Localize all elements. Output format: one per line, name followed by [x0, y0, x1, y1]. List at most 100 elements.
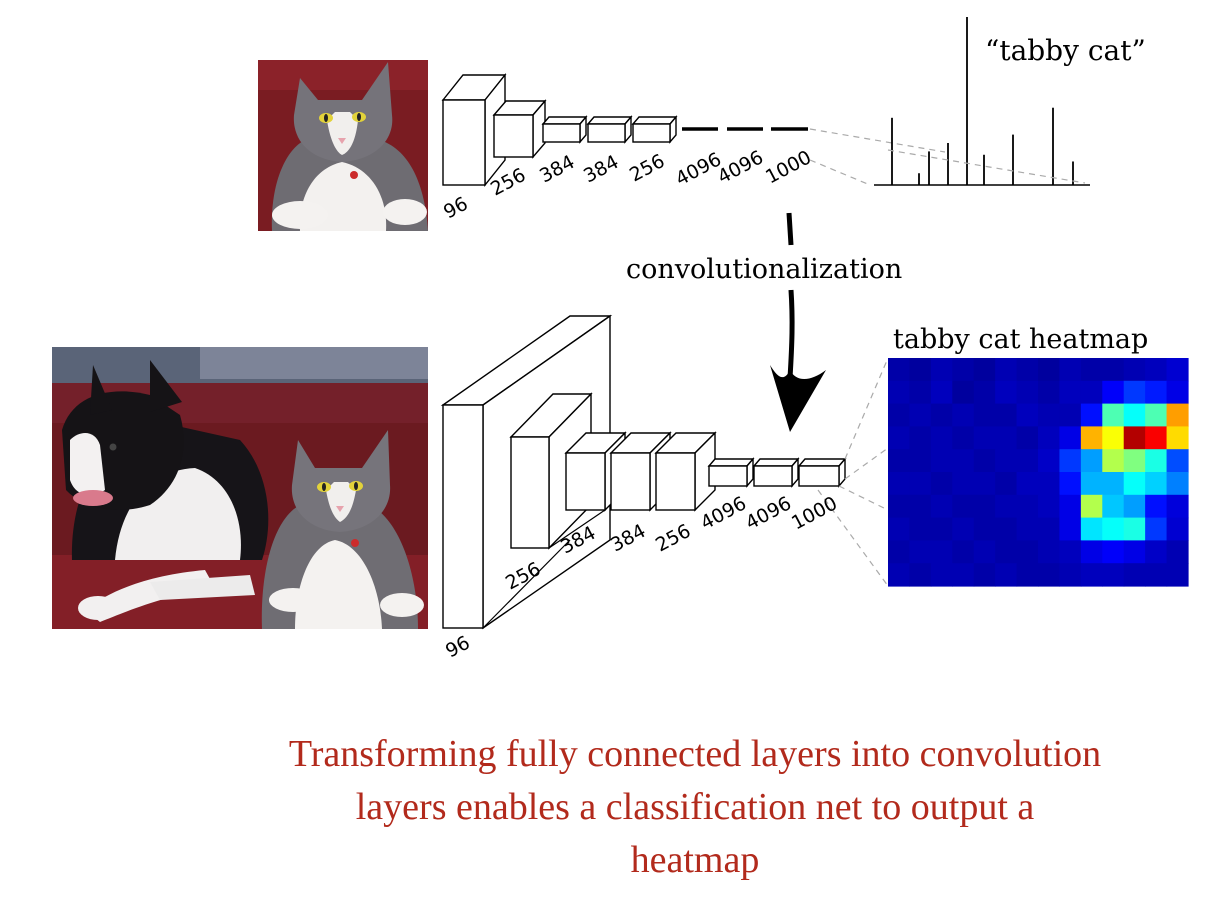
heatmap-cell	[930, 540, 953, 564]
heatmap-cell	[1080, 358, 1103, 382]
heatmap-cell	[1102, 540, 1125, 564]
top-output-label: “tabby cat”	[985, 34, 1146, 67]
heatmap-cell	[995, 449, 1018, 473]
heatmap-cell	[1102, 517, 1125, 541]
heatmap-cell	[1038, 540, 1061, 564]
heatmap-cell	[1166, 517, 1189, 541]
heatmap-cell	[909, 426, 932, 450]
heatmap-cell	[1123, 494, 1146, 519]
top-output-connectors	[809, 128, 946, 186]
heatmap-cell	[930, 449, 953, 473]
heatmap-cell	[930, 358, 953, 382]
heatmap-cell	[1145, 472, 1168, 496]
bottom-layer-384a-block	[564, 431, 627, 512]
heatmap-cell	[1038, 403, 1061, 427]
heatmap-cell	[1102, 358, 1125, 382]
heatmap-cell	[1123, 380, 1146, 405]
heatmap-cell	[1059, 472, 1082, 496]
heatmap-cell	[1145, 426, 1168, 450]
heatmap-cell	[1102, 449, 1125, 473]
heatmap-cell	[1059, 563, 1082, 587]
heatmap-cell	[995, 472, 1018, 496]
heatmap-cell	[930, 563, 953, 587]
heatmap-cell	[995, 426, 1018, 450]
heatmap-cell	[1080, 517, 1103, 541]
heatmap-cell	[888, 563, 911, 587]
heatmap-cell	[1123, 449, 1146, 473]
heatmap-cell	[1059, 426, 1082, 450]
caption: Transforming fully connected layers into…	[190, 728, 1200, 887]
heatmap-cell	[1123, 358, 1146, 382]
heatmap-cell	[1102, 426, 1125, 450]
heatmap-cell	[1038, 517, 1061, 541]
heatmap-cell	[995, 403, 1018, 427]
heatmap-cell	[1016, 426, 1039, 450]
heatmap-cell	[1038, 426, 1061, 450]
heatmap-cell	[909, 517, 932, 541]
bottom-layer-1000-block	[797, 457, 847, 488]
heatmap-cell	[1166, 449, 1189, 473]
top-layer-256-block	[492, 99, 547, 159]
heatmap-cell	[1166, 472, 1189, 496]
bottom-label-384b: 384	[607, 520, 649, 556]
heatmap-cell	[930, 403, 953, 427]
heatmap-cell	[973, 426, 996, 450]
heatmap-cell	[1038, 380, 1061, 405]
heatmap-cell	[995, 494, 1018, 519]
heatmap-cell	[1059, 449, 1082, 473]
top-layer-384a-block	[541, 115, 588, 144]
top-network	[441, 73, 678, 187]
heatmap-cell	[1123, 517, 1146, 541]
heatmap-cell	[1166, 540, 1189, 564]
heatmap-cell	[909, 540, 932, 564]
caption-line-2: layers enables a classification net to o…	[355, 786, 1035, 828]
heatmap-cell	[1016, 563, 1039, 587]
heatmap-cell	[1102, 403, 1125, 427]
heatmap-cell	[1080, 380, 1103, 405]
top-label-4096b: 4096	[714, 146, 767, 188]
heatmap-cell	[1016, 380, 1039, 405]
heatmap-cell	[1080, 403, 1103, 427]
bottom-network	[440, 314, 847, 630]
heatmap-cell	[973, 403, 996, 427]
heatmap-cell	[1145, 540, 1168, 564]
top-layer-256b-block	[631, 115, 678, 144]
heatmap-cell	[995, 517, 1018, 541]
heatmap-cell	[995, 358, 1018, 382]
heatmap-cell	[1038, 472, 1061, 496]
heatmap-cell	[888, 403, 911, 427]
top-label-1000: 1000	[762, 146, 815, 188]
heatmap-cell	[1059, 494, 1082, 519]
heatmap-cell	[1102, 472, 1125, 496]
heatmap-cell	[1166, 494, 1189, 519]
tabby-cat-heatmap	[888, 358, 1189, 587]
heatmap-cell	[1016, 449, 1039, 473]
heatmap-cell	[930, 472, 953, 496]
heatmap-cell	[952, 358, 975, 382]
bottom-label-96: 96	[442, 632, 474, 663]
heatmap-cell	[1145, 449, 1168, 473]
heatmap-cell	[952, 540, 975, 564]
bottom-layer-4096b-block	[752, 457, 800, 488]
heatmap-cell	[1145, 517, 1168, 541]
heatmap-cell	[952, 563, 975, 587]
heatmap-cell	[888, 517, 911, 541]
transform-label: convolutionalization	[626, 254, 902, 285]
heatmap-cell	[1080, 494, 1103, 519]
heatmap-cell	[888, 380, 911, 405]
heatmap-cell	[909, 494, 932, 519]
heatmap-cell	[888, 426, 911, 450]
heatmap-cell	[973, 517, 996, 541]
heatmap-cell	[973, 449, 996, 473]
caption-line-3: heatmap	[630, 839, 760, 881]
heatmap-cell	[1145, 380, 1168, 405]
bottom-label-4096b: 4096	[742, 492, 795, 534]
heatmap-cell	[1038, 563, 1061, 587]
heatmap-cell	[1059, 403, 1082, 427]
heatmap-cell	[930, 494, 953, 519]
heatmap-cell	[1080, 540, 1103, 564]
heatmap-cell	[1166, 563, 1189, 587]
heatmap-cell	[909, 472, 932, 496]
bottom-dog-cat-photo	[52, 347, 428, 629]
